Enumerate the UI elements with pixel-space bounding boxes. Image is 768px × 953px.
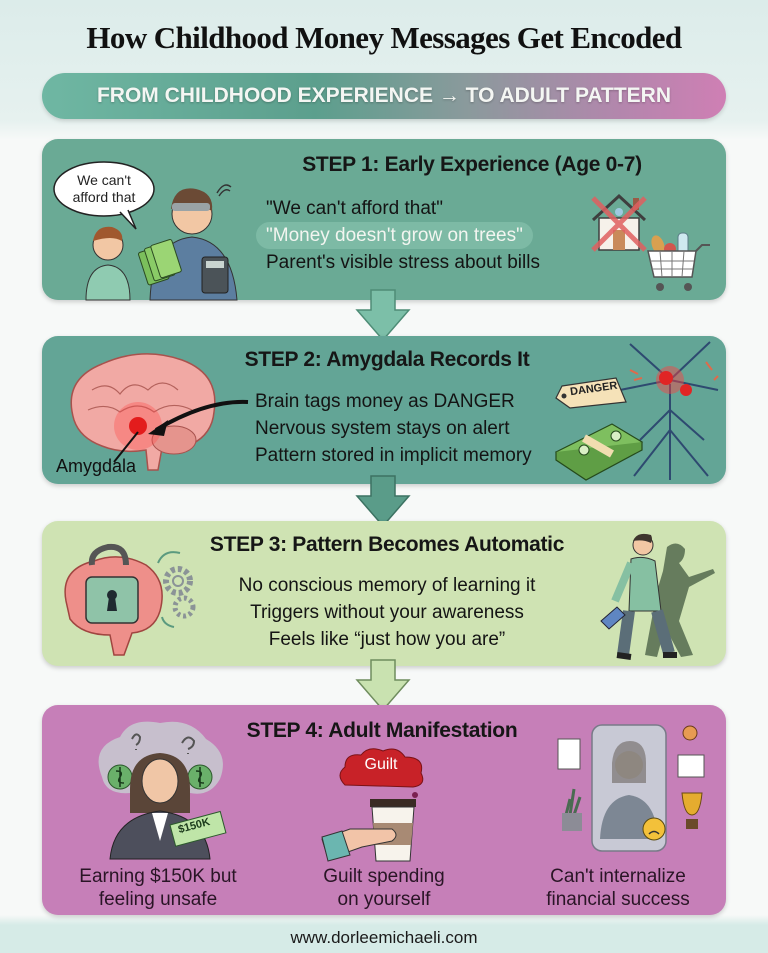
step-2-card: STEP 2: Amygdala Records It Amygdala Bra… bbox=[42, 336, 726, 484]
page-title: How Childhood Money Messages Get Encoded bbox=[86, 20, 682, 55]
step-3-line-1: No conscious memory of learning it bbox=[238, 575, 536, 596]
step-3-card: STEP 3: Pattern Becomes Automatic No con… bbox=[42, 521, 726, 666]
step-1-line-2-highlight: "Money doesn't grow on trees" bbox=[256, 222, 533, 249]
arrow-down-icon bbox=[355, 659, 411, 712]
step-2-title: STEP 2: Amygdala Records It bbox=[244, 348, 530, 371]
step-2-lines: Brain tags money as DANGER Nervous syste… bbox=[255, 388, 532, 469]
danger-tag-icon bbox=[555, 377, 627, 409]
step-4-caption-1: Earning $150K but feeling unsafe bbox=[79, 866, 237, 910]
neuron-icon bbox=[619, 341, 719, 480]
step-4-title: STEP 4: Adult Manifestation bbox=[246, 719, 518, 742]
step-3-lines: No conscious memory of learning it Trigg… bbox=[212, 572, 562, 653]
step-3-line-2: Triggers without your awareness bbox=[250, 602, 524, 623]
step-4-caption-3: Can't internalize financial success bbox=[546, 866, 690, 910]
step-1-card: STEP 1: Early Experience (Age 0-7) We ca… bbox=[42, 139, 726, 301]
guilt-cloud-label: Guilt bbox=[364, 756, 398, 773]
subtitle-banner: FROM CHILDHOOD EXPERIENCE → TO ADULT PAT… bbox=[42, 73, 726, 119]
step-3-line-3: Feels like “just how you are” bbox=[268, 629, 506, 650]
pointer-arrow-icon bbox=[148, 399, 249, 436]
crossed-house-icon bbox=[591, 193, 647, 252]
speech-bubble-text: We can't afford that bbox=[72, 172, 136, 205]
money-stack-icon bbox=[554, 423, 644, 481]
anxious-woman-icon bbox=[98, 721, 227, 860]
walking-man-shadow-icon bbox=[600, 533, 715, 660]
step-1-title: STEP 1: Early Experience (Age 0-7) bbox=[302, 153, 642, 176]
step-4-card: STEP 4: Adult Manifestation $150K Earnin… bbox=[42, 705, 726, 915]
arrow-down-icon bbox=[355, 475, 411, 528]
subtitle-text: FROM CHILDHOOD EXPERIENCE → TO ADULT PAT… bbox=[96, 84, 671, 107]
shopping-cart-icon bbox=[647, 232, 710, 291]
brain-icon bbox=[70, 353, 216, 471]
amygdala-label: Amygdala bbox=[56, 456, 137, 476]
step-3-title: STEP 3: Pattern Becomes Automatic bbox=[209, 533, 565, 556]
step-1-line-3: Parent's visible stress about bills bbox=[266, 252, 540, 273]
parent-child-illustration bbox=[85, 188, 238, 301]
footer-website[interactable]: www.dorleemichaeli.com bbox=[290, 928, 478, 947]
stress-swirl-icon bbox=[216, 184, 232, 197]
speech-bubble bbox=[53, 161, 155, 230]
step-1-line-1: "We can't afford that" bbox=[266, 198, 443, 219]
step-1-lines: "We can't afford that" "Money doesn't gr… bbox=[256, 195, 540, 276]
locked-brain-icon bbox=[64, 543, 163, 656]
step-4-caption-2: Guilt spending on yourself bbox=[323, 866, 445, 910]
arrow-down-icon bbox=[355, 289, 411, 342]
coffee-cup-icon bbox=[321, 799, 416, 862]
step-2-line-2: Nervous system stays on alert bbox=[255, 418, 510, 439]
step-2-line-1: Brain tags money as DANGER bbox=[255, 391, 515, 412]
gears-icon bbox=[157, 551, 196, 628]
glass-jar-woman-icon bbox=[557, 724, 705, 852]
step-2-line-3: Pattern stored in implicit memory bbox=[255, 445, 532, 466]
guilt-cloud-icon bbox=[339, 748, 424, 798]
